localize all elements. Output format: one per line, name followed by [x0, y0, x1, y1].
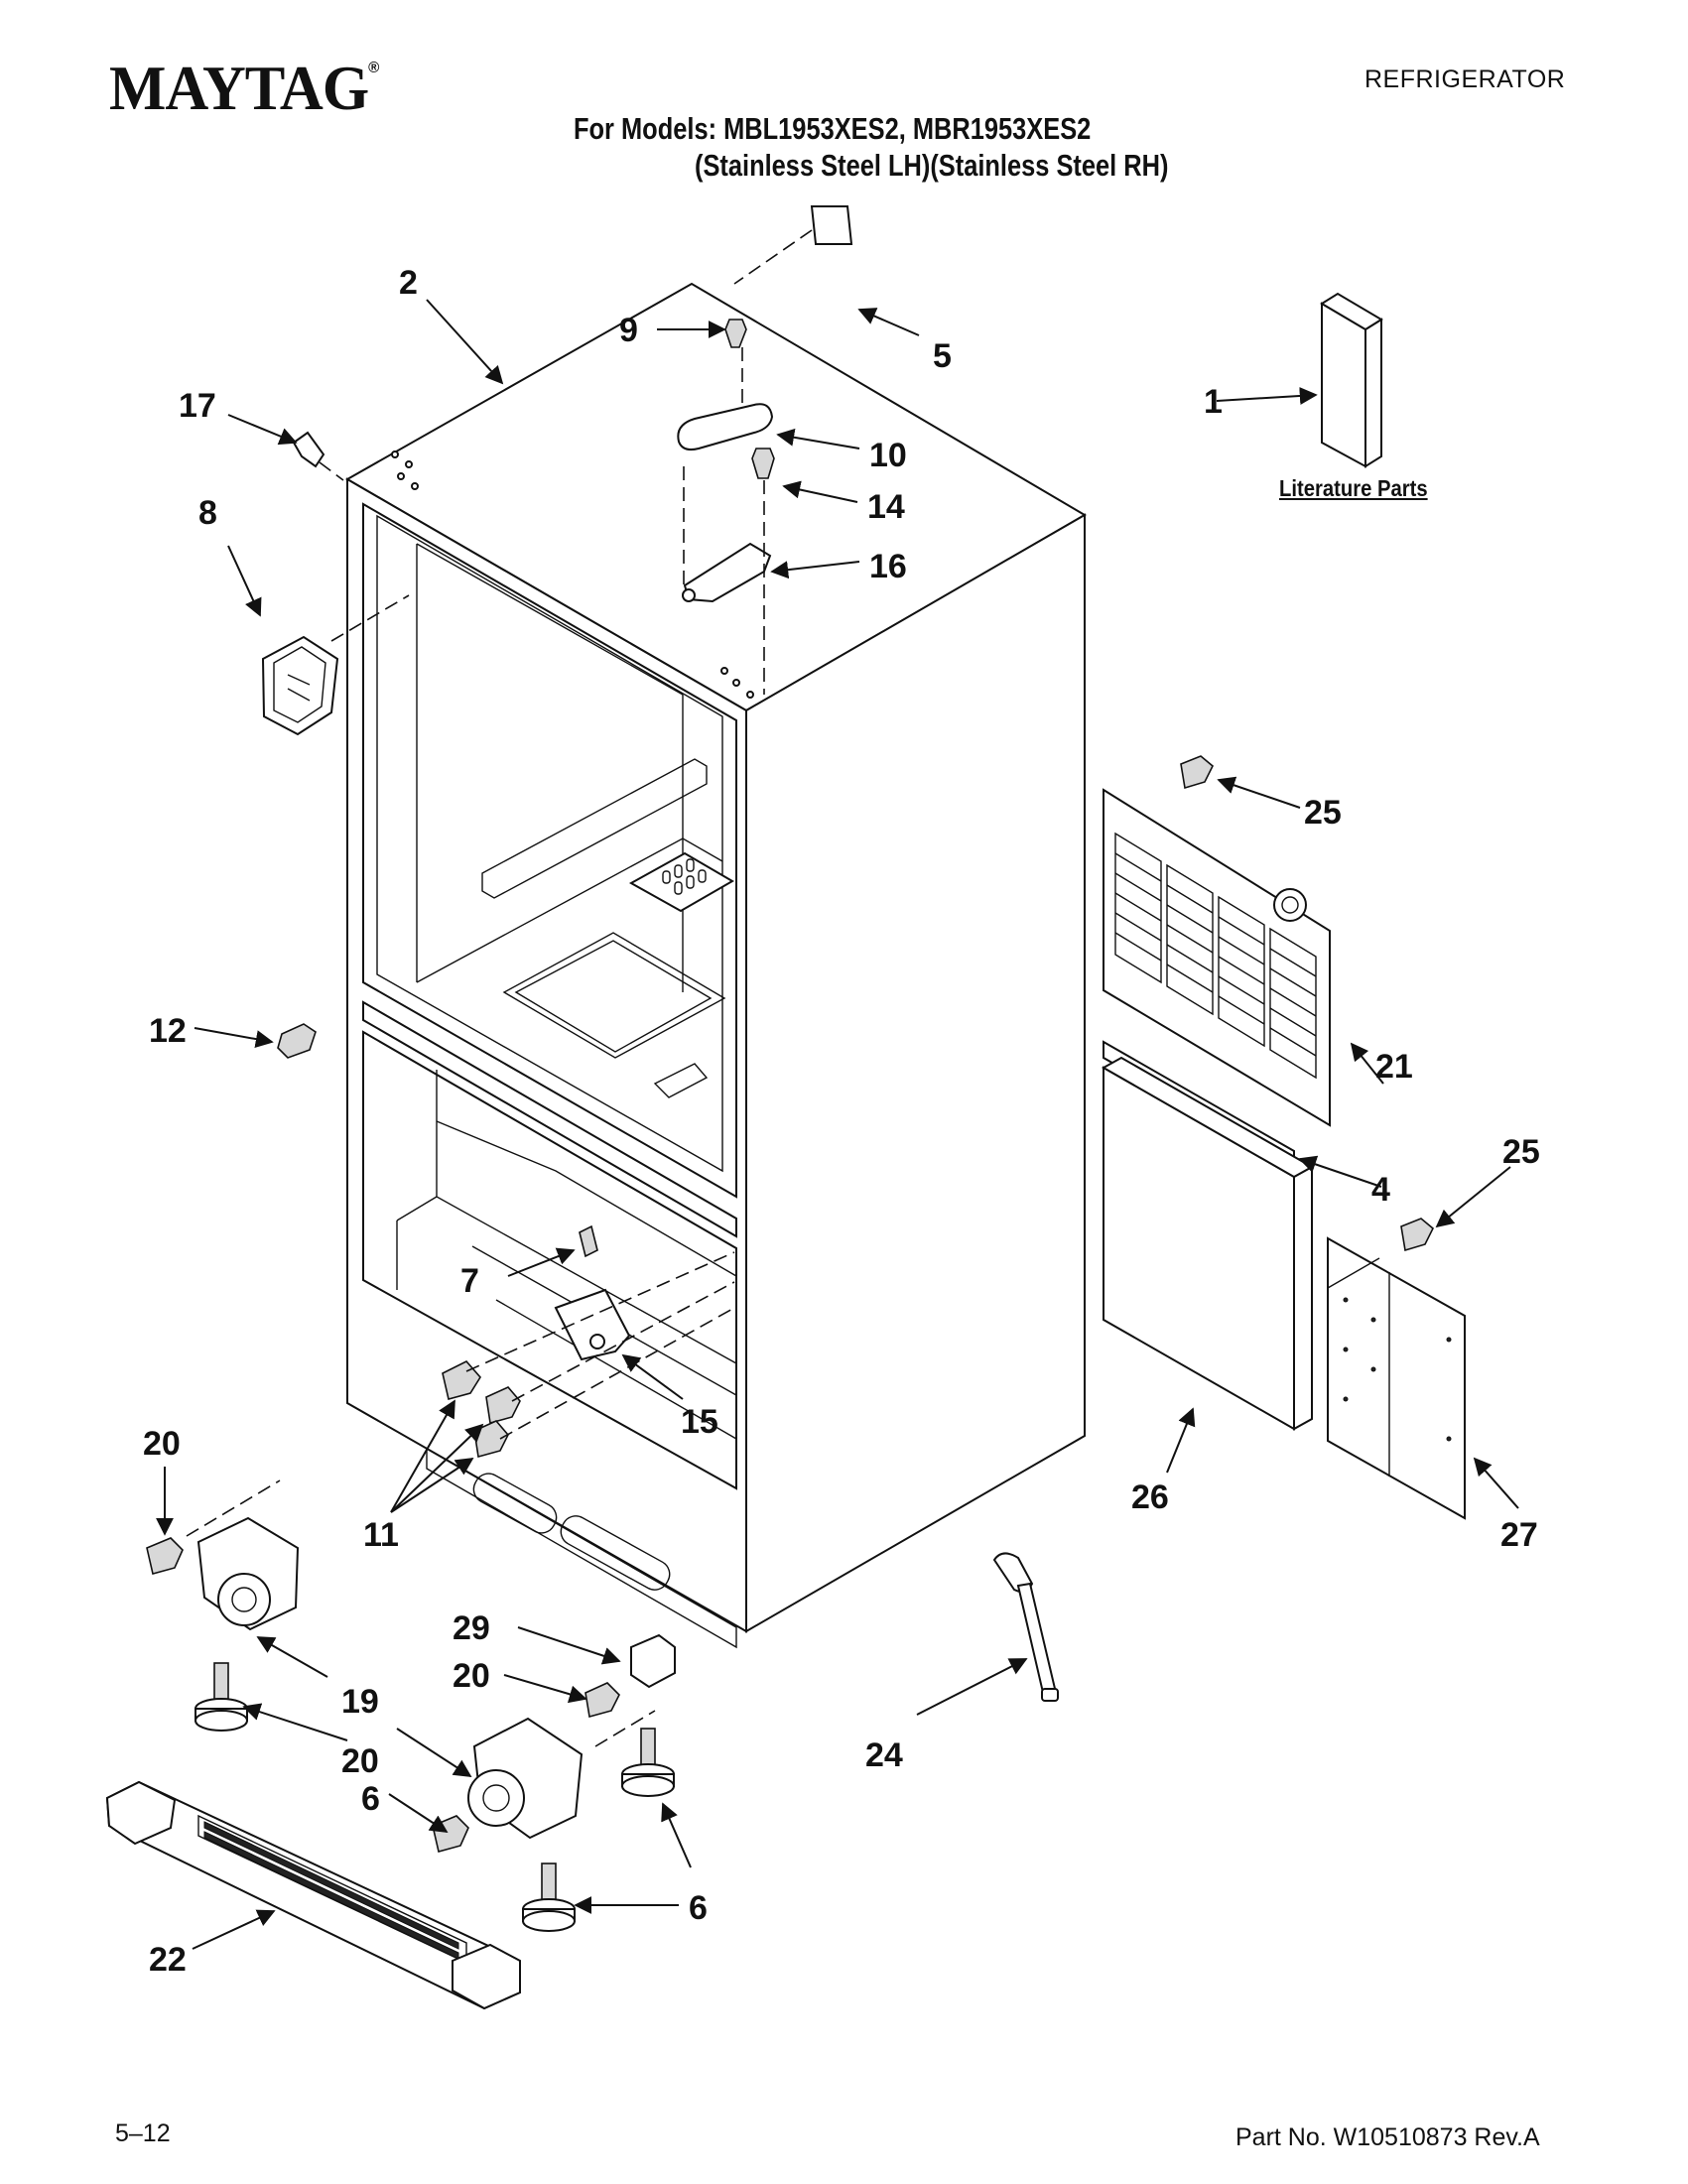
callout-11: 11: [363, 1516, 399, 1554]
part-26-panel: [1101, 1056, 1315, 1431]
callout-26: 26: [1131, 1478, 1169, 1516]
leader-lines: [156, 299, 1519, 1950]
right-roller-assembly: [432, 1633, 676, 1932]
part-27-access-panel: [1327, 1218, 1466, 1520]
freezer-bracket-parts: [442, 1224, 735, 1459]
category-label: REFRIGERATOR: [1364, 65, 1566, 93]
callout-20c: 20: [341, 1742, 379, 1780]
callout-14: 14: [867, 488, 905, 526]
callout-numbers: 1 2 4 5 6 6 7 8 9 10 11 12 14 15 16 17 1…: [143, 264, 1540, 1979]
brand-name: MAYTAG: [109, 53, 369, 123]
literature-parts-label: Literature Parts: [1279, 475, 1428, 501]
callout-4: 4: [1371, 1171, 1390, 1209]
callout-17: 17: [179, 387, 216, 425]
refrigerator-cabinet: [344, 282, 1087, 1649]
callout-19: 19: [341, 1683, 379, 1721]
callout-6b: 6: [689, 1889, 708, 1927]
part-1-literature-book: [1320, 292, 1383, 468]
part-5-label: [810, 205, 853, 245]
part-24-tool: [992, 1552, 1059, 1702]
part-8-control-module: [261, 594, 410, 736]
registered-mark: ®: [368, 60, 379, 76]
callout-16: 16: [869, 548, 907, 585]
callout-20b: 20: [453, 1657, 490, 1695]
callout-6a: 6: [361, 1780, 380, 1818]
callout-8: 8: [198, 494, 217, 532]
part-number: Part No. W10510873 Rev.A: [1235, 2123, 1540, 2151]
brand-logo: MAYTAG®: [109, 52, 379, 125]
part-21-rear-grille: [1103, 755, 1331, 1127]
date-code: 5–12: [115, 2120, 171, 2147]
part-12-screw: [277, 1023, 317, 1059]
callout-1: 1: [1204, 383, 1223, 421]
callout-2: 2: [399, 264, 418, 302]
models-line-2: (Stainless Steel LH)(Stainless Steel RH): [695, 148, 1169, 183]
callout-15: 15: [681, 1403, 718, 1441]
callout-27: 27: [1500, 1516, 1538, 1554]
callout-25a: 25: [1304, 794, 1342, 832]
callout-9: 9: [619, 312, 638, 349]
models-line-1: For Models: MBL1953XES2, MBR1953XES2: [574, 111, 1092, 146]
callout-24: 24: [865, 1736, 903, 1774]
callout-25b: 25: [1502, 1133, 1540, 1171]
callout-29: 29: [453, 1609, 490, 1647]
callout-7: 7: [460, 1262, 479, 1300]
callout-5: 5: [933, 337, 952, 375]
callout-22: 22: [149, 1941, 187, 1979]
callout-20a: 20: [143, 1425, 181, 1463]
callout-12: 12: [149, 1012, 187, 1050]
part-22-toe-grille: [105, 1780, 522, 2010]
callout-10: 10: [869, 437, 907, 474]
callout-21: 21: [1375, 1048, 1413, 1086]
left-roller-assembly: [146, 1479, 300, 1732]
part-17-tape: [292, 431, 325, 468]
top-hinge-assembly: [677, 319, 775, 695]
